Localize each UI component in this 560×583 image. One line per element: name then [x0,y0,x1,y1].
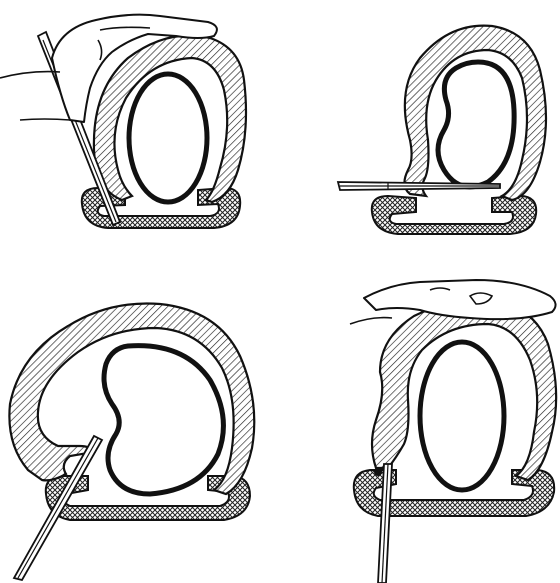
inner-tube-top-left [129,74,207,202]
tire-casing-top-left [94,36,246,203]
panel-bottom-left [9,303,254,580]
panel-top-right [338,26,546,234]
hand-bottom-right [350,280,556,324]
tire-lever-top-right [338,182,500,190]
inner-tube-top-right [438,62,514,187]
tire-casing-top-right [404,26,546,200]
panel-top-left [0,15,246,228]
inner-tube-bottom-left [104,346,223,494]
panel-bottom-right [350,280,556,583]
inner-tube-bottom-right [420,342,504,490]
lever-tip-icon [374,468,382,476]
tire-casing-bottom-right [372,300,556,480]
rim-top-right [372,196,536,234]
